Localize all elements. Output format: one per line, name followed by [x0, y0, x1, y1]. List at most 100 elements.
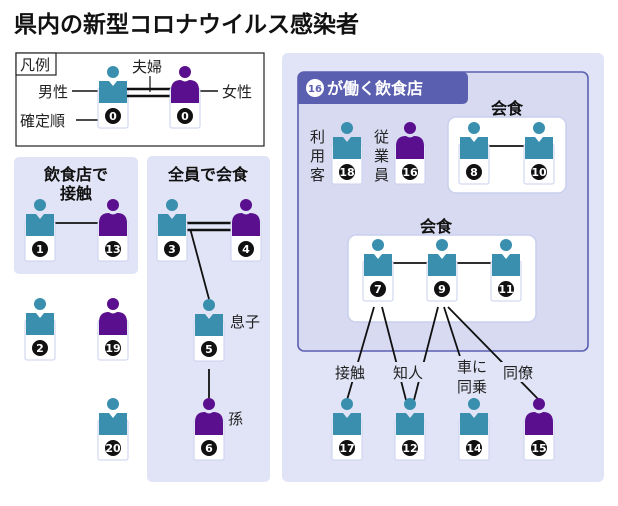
link-son: [189, 229, 210, 300]
person-19: 19: [97, 298, 129, 361]
male-person-icon: [158, 199, 186, 236]
link-acquaintance: [381, 306, 407, 401]
order-number: 1: [36, 243, 44, 256]
order-number: 9: [438, 283, 446, 296]
header-number: 16: [308, 84, 322, 95]
order-badge: [201, 341, 217, 357]
order-number: 8: [470, 166, 478, 179]
person-7: 7: [362, 239, 394, 302]
order-number: 3: [168, 243, 176, 256]
person-11: 11: [490, 239, 522, 302]
order-badge: [32, 241, 48, 257]
person-1: 1: [24, 199, 56, 262]
relation-coworker: 同僚: [503, 364, 533, 382]
male-person-icon: [364, 239, 392, 276]
order-badge: [466, 440, 482, 456]
female-person-icon: [171, 66, 199, 103]
legend-female-person: 0: [169, 66, 201, 129]
person-8: 8: [458, 122, 490, 185]
female-person-icon: [232, 199, 260, 236]
order-number: 4: [242, 243, 250, 256]
order-number: 14: [466, 442, 482, 455]
relation-acquaintance: 知人: [393, 364, 423, 382]
order-badge: [402, 440, 418, 456]
order-badge: [105, 440, 121, 456]
group-title-line2: 接触: [60, 184, 92, 203]
dinner-b-title: 会食: [420, 217, 453, 236]
order-badge: [105, 241, 121, 257]
order-number: 6: [205, 442, 213, 455]
relation-contact: 接触: [335, 364, 365, 382]
legend-couple-label: 夫婦: [132, 58, 162, 76]
male-person-icon: [333, 398, 361, 435]
order-badge: [466, 164, 482, 180]
relation-car-line1: 車に: [457, 358, 487, 376]
person-3: 3: [156, 199, 188, 262]
legend-male-label: 男性: [38, 83, 68, 101]
order-badge: [434, 281, 450, 297]
order-number: 2: [36, 342, 44, 355]
person-9: 9: [426, 239, 458, 302]
order-badge: [164, 241, 180, 257]
order-badge: [32, 340, 48, 356]
link-coworker: [447, 306, 540, 401]
order-badge: [201, 440, 217, 456]
link-contact: [346, 306, 375, 401]
persons-layer: 1 13 2 19 20 3 4 5 6 18 16 8 10 7 9 11 17 12 14 15: [24, 122, 555, 461]
legend-female-figure: 0: [169, 66, 201, 129]
male-person-icon: [99, 398, 127, 435]
order-badge: [531, 164, 547, 180]
person-2: 2: [24, 298, 56, 361]
male-person-icon: [460, 122, 488, 159]
group-title-line1: 飲食店で: [43, 165, 108, 184]
restaurant-header: [298, 72, 468, 104]
order-badge: [339, 164, 355, 180]
header-text: が働く飲食店: [327, 79, 423, 98]
order-number: 0: [181, 110, 189, 123]
order-badge: [370, 281, 386, 297]
legend-order-label: 確定順: [20, 112, 65, 130]
legend-female-label: 女性: [222, 83, 252, 101]
order-number: 0: [109, 110, 117, 123]
order-number: 18: [339, 166, 354, 179]
link-acquaintance: [413, 306, 439, 401]
person-15: 15: [523, 398, 555, 461]
female-person-icon: [99, 199, 127, 236]
male-person-icon: [396, 398, 424, 435]
order-number: 7: [374, 283, 382, 296]
person-13: 13: [97, 199, 129, 262]
male-person-icon: [26, 298, 54, 335]
svg-text:利用客: 利用客: [310, 128, 325, 184]
order-number: 17: [339, 442, 354, 455]
header-badge: [306, 79, 324, 97]
order-number: 19: [105, 342, 120, 355]
legend: 凡例 男性 女性 夫婦 確定順 0 0: [15, 52, 265, 147]
order-badge: [402, 164, 418, 180]
female-person-icon: [195, 398, 223, 435]
order-badge: [177, 108, 193, 124]
order-badge: [498, 281, 514, 297]
person-6: 6: [193, 398, 225, 461]
customer-label: 利用客: [310, 128, 325, 184]
group-title: 全員で会食: [167, 165, 249, 184]
male-person-icon: [26, 199, 54, 236]
person-20: 20: [97, 398, 129, 461]
male-person-icon: [428, 239, 456, 276]
order-number: 10: [531, 166, 547, 179]
page-title: 県内の新型コロナウイルス感染者: [14, 11, 359, 38]
relation-labels: 接触 知人 車に 同乗 同僚: [333, 356, 541, 398]
person-16: 16: [394, 122, 426, 185]
order-number: 5: [205, 343, 213, 356]
female-person-icon: [396, 122, 424, 159]
relation-car-line2: 同乗: [457, 378, 487, 396]
son-label: 息子: [230, 313, 260, 331]
order-number: 12: [402, 442, 417, 455]
male-person-icon: [99, 66, 127, 103]
order-badge: [105, 340, 121, 356]
person-12: 12: [394, 398, 426, 461]
person-10: 10: [523, 122, 555, 185]
male-person-icon: [195, 299, 223, 336]
order-number: 20: [105, 442, 121, 455]
male-person-icon: [460, 398, 488, 435]
